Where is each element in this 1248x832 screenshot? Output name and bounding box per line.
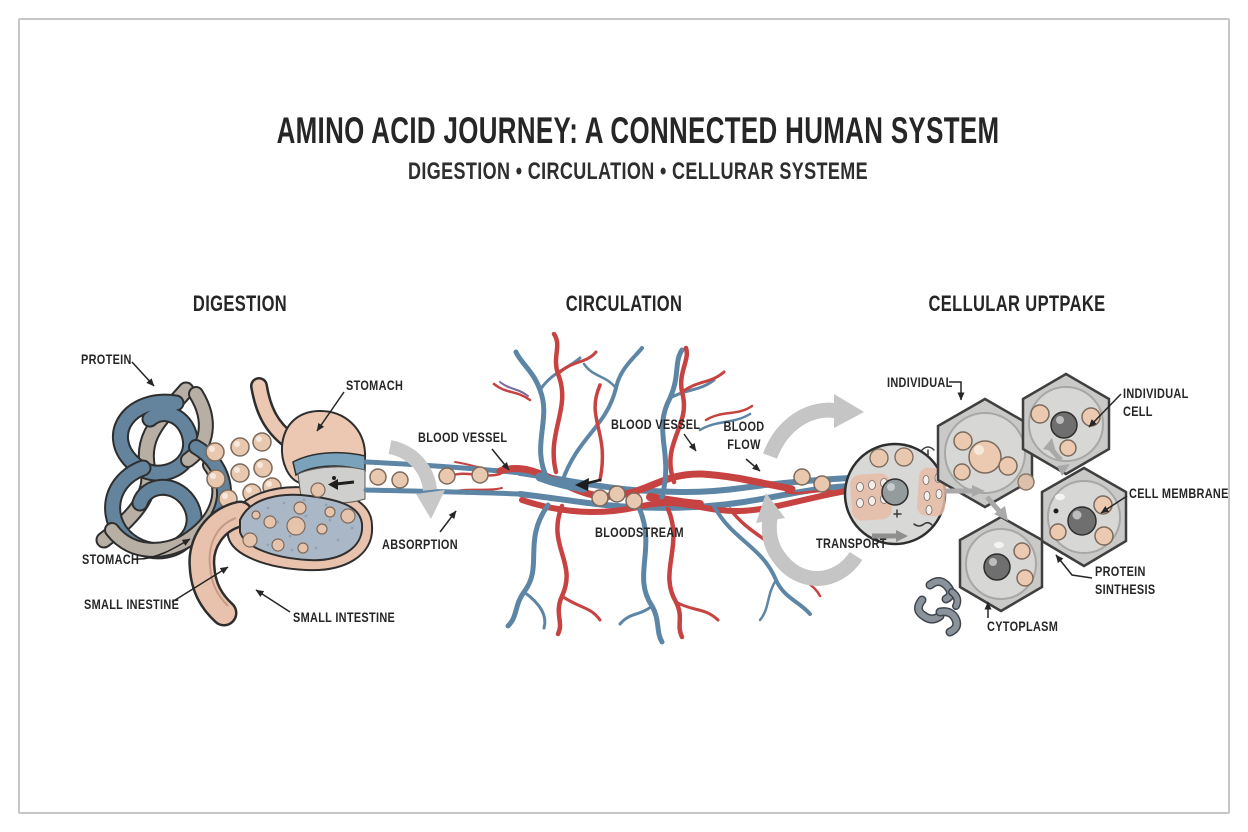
- label-blood-vessel-digestion: BLOOD VESSEL: [418, 429, 508, 445]
- label-individual-cell: INDIVIDUAL CELL: [1123, 385, 1189, 419]
- label-blood-vessel-circulation: BLOOD VESSEL: [611, 416, 701, 432]
- amino-in-bloodstream-dots: [591, 468, 831, 510]
- label-protein-sinthesis: PROTEIN SINTHESIS: [1095, 563, 1156, 597]
- label-cell-membrane: CELL MEMBRANE: [1129, 485, 1229, 501]
- cell-hexagon-2: [1021, 372, 1111, 476]
- label-stomach-top: STOMACH: [346, 377, 404, 393]
- absorption-arrow-icon: [388, 440, 445, 519]
- label-small-inestine: SMALL INESTINE: [84, 596, 180, 612]
- label-absorption: ABSORPTION: [382, 536, 458, 552]
- synthesized-protein-icon: [914, 577, 962, 637]
- label-blood-flow: BLOOD FLOW: [723, 418, 765, 452]
- stomach-icon: [188, 377, 374, 627]
- cell-hexagon-1: [936, 397, 1034, 509]
- section-heading-digestion: DIGESTION: [192, 291, 288, 316]
- section-heading-cellular-uptake: CELLULAR UPTPAKE: [928, 291, 1106, 316]
- label-cytoplasm: CYTOPLASM: [987, 618, 1059, 634]
- capillary-network-icon: [492, 331, 855, 645]
- cell-transfer-arrow-icons: [946, 438, 1070, 521]
- label-small-intestine: SMALL INTESTINE: [293, 609, 396, 625]
- tissue-cells-icon: [914, 372, 1128, 637]
- section-heading-circulation: CIRCULATION: [565, 291, 683, 316]
- amino-in-stomach-dots: [242, 501, 356, 554]
- page-subtitle: DIGESTION • CIRCULATION • CELLURAR SYSTE…: [407, 158, 869, 185]
- blood-vessel-tube-icon: [363, 459, 525, 497]
- transport-cycle-arrow-icon: [756, 394, 864, 586]
- free-amino-acid-dot: [1017, 473, 1035, 491]
- label-bloodstream: BLOODSTREAM: [595, 524, 684, 540]
- label-protein: PROTEIN: [81, 351, 132, 367]
- flow-direction-arrow-icon: [575, 478, 589, 491]
- page-title: AMINO ACID JOURNEY: A CONNECTED HUMAN SY…: [276, 110, 1000, 151]
- leader-lines: [131, 361, 1128, 618]
- transport-cell-icon: [843, 442, 948, 546]
- label-stomach-left: STOMACH: [82, 551, 140, 567]
- cell-hexagon-3: [1040, 466, 1128, 568]
- cell-hexagon-4: [958, 515, 1044, 613]
- label-individual: INDIVIDUAL: [887, 374, 953, 390]
- label-transport: TRANSPORT: [816, 535, 887, 551]
